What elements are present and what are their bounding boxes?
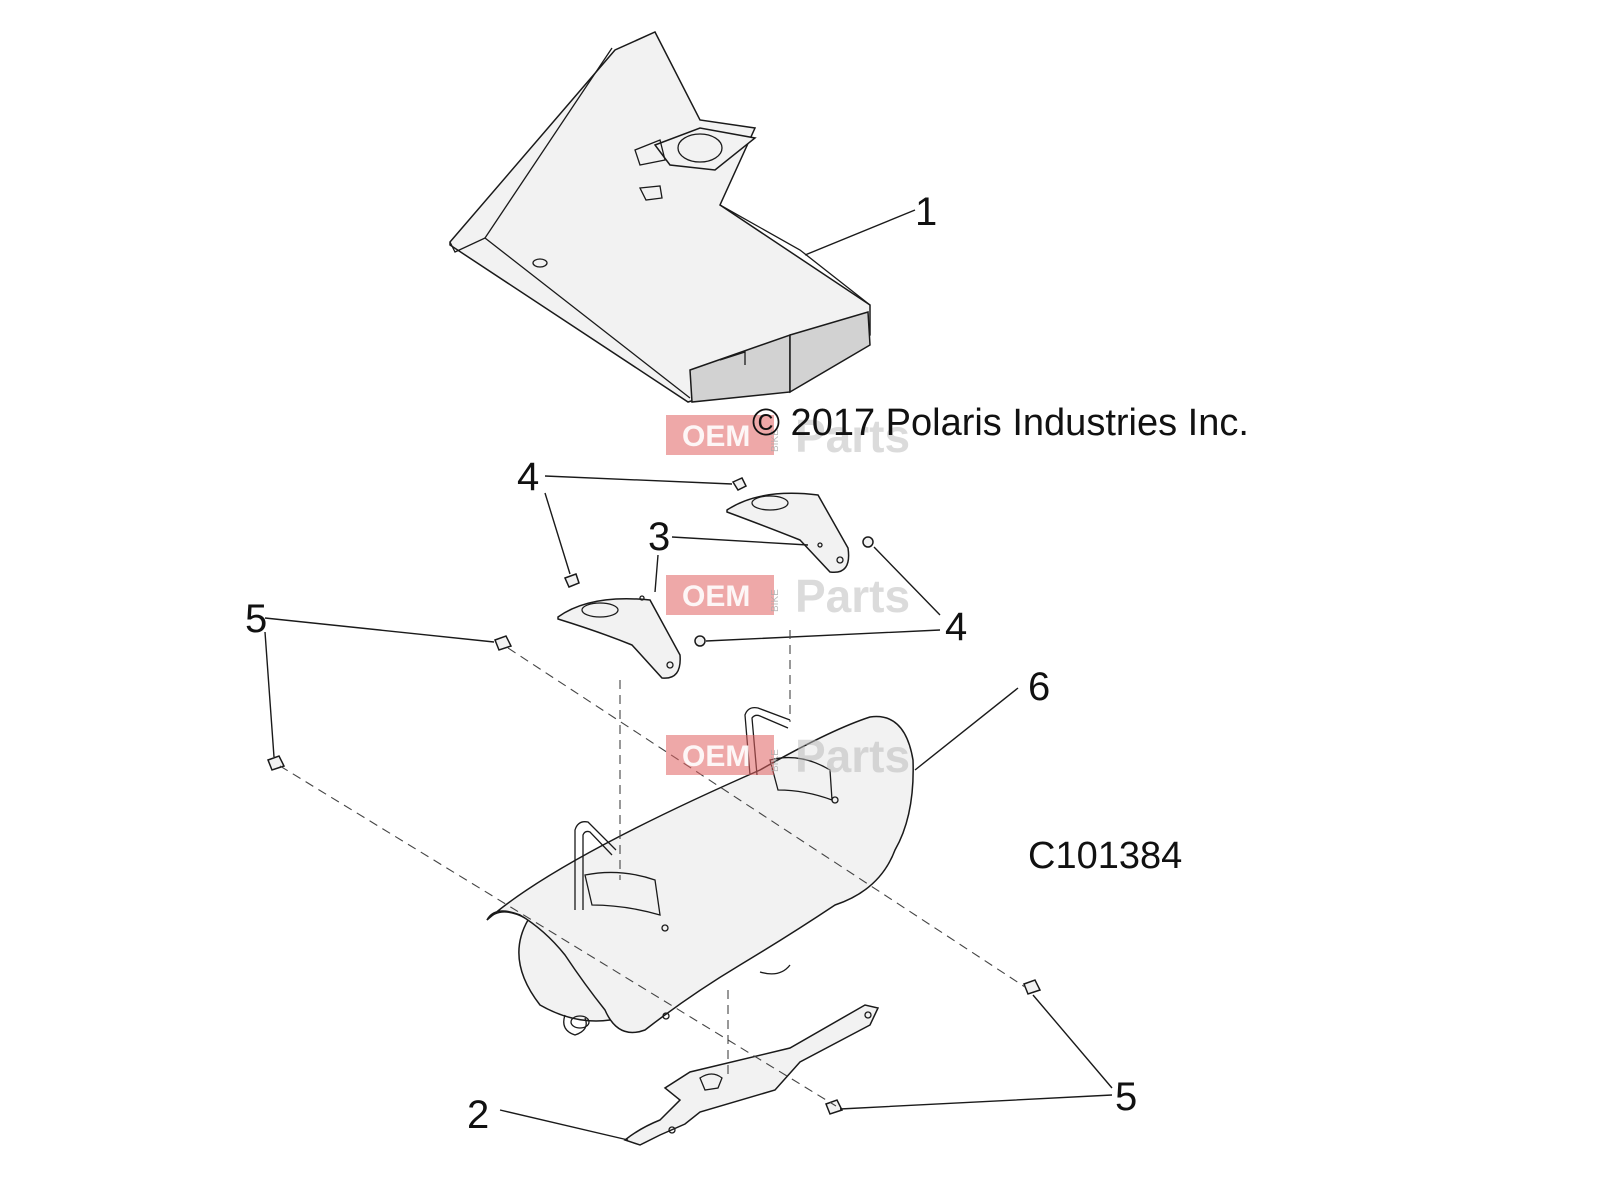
heat-shield-part-1 [449, 31, 871, 403]
mounting-bracket-part-2 [623, 1004, 880, 1146]
clamp-shield-upper-part-3 [726, 492, 850, 574]
callout-2: 2 [467, 1093, 489, 1137]
svg-text:Parts: Parts [795, 410, 910, 462]
clamp-shield-lower-part-3 [557, 595, 681, 679]
watermark-logo-bottom: OEM BIKE Parts [666, 730, 910, 782]
callout-4-top: 4 [517, 455, 539, 499]
svg-text:Parts: Parts [795, 730, 910, 782]
callout-5-right: 5 [1115, 1075, 1137, 1119]
watermark-logo-middle: OEM BIKE Parts [666, 570, 910, 622]
assembly-dashed-lines [279, 630, 1026, 1107]
svg-text:BIKE: BIKE [770, 589, 781, 612]
leader-line-3 [654, 536, 809, 593]
leader-line-1 [804, 209, 916, 256]
callout-3: 3 [648, 515, 670, 559]
svg-text:OEM: OEM [682, 420, 750, 453]
callout-4-right: 4 [945, 605, 967, 649]
svg-text:OEM: OEM [682, 740, 750, 773]
leader-line-6 [914, 687, 1019, 771]
leader-line-2 [499, 1109, 629, 1141]
push-nut-group-part-4 [563, 477, 874, 647]
callout-1: 1 [915, 190, 937, 234]
svg-text:Parts: Parts [795, 570, 910, 622]
diagram-code: C101384 [1028, 835, 1182, 877]
copyright-notice: © 2017 Polaris Industries Inc. [752, 402, 1249, 444]
watermark-logo-top: OEM BIKE Parts [666, 410, 910, 462]
svg-text:BIKE: BIKE [770, 429, 781, 452]
svg-text:OEM: OEM [682, 580, 750, 613]
svg-text:BIKE: BIKE [770, 749, 781, 772]
callout-6: 6 [1028, 665, 1050, 709]
callout-5-left: 5 [245, 597, 267, 641]
muffler-part-6 [486, 707, 914, 1036]
leader-line-4 [544, 475, 941, 642]
leader-line-5 [264, 617, 1113, 1110]
